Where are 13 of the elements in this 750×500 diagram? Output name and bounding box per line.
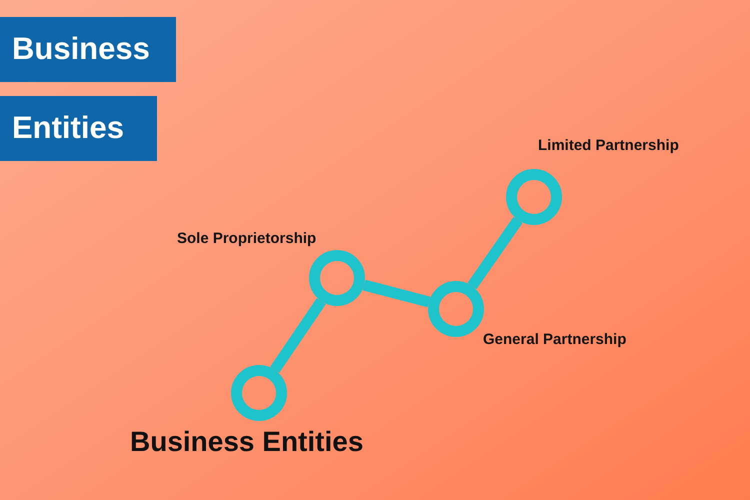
- ring-node: [428, 281, 484, 337]
- node-caption: Sole Proprietorship: [177, 229, 316, 249]
- connector-line: [467, 216, 523, 290]
- heading-banner: Business: [0, 17, 176, 82]
- node-caption: General Partnership: [483, 330, 626, 350]
- ring-node: [309, 250, 365, 306]
- node-caption: Limited Partnership: [538, 136, 679, 156]
- node-caption: Business Entities: [130, 425, 364, 459]
- ring-node: [231, 365, 287, 421]
- connector-line: [270, 298, 326, 373]
- connector-line: [362, 280, 430, 308]
- ring-node: [506, 169, 562, 225]
- heading-banner: Entities: [0, 96, 157, 161]
